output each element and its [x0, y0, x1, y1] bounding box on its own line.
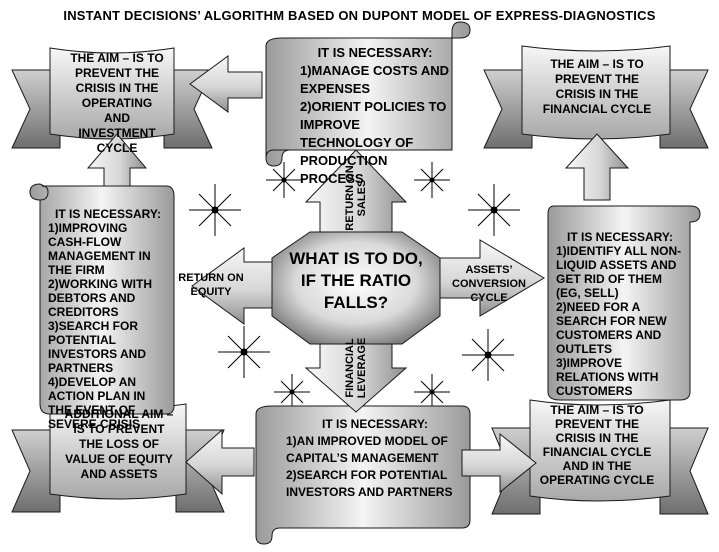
- diagram-title: INSTANT DECISIONS’ ALGORITHM BASED ON DU…: [63, 8, 656, 23]
- sparkle-decorations: [189, 162, 520, 410]
- scroll-top: [265, 21, 471, 167]
- sparkle-icon: [266, 162, 302, 198]
- sparkle-icon: [189, 184, 241, 236]
- necessary-top-item-2: 2)ORIENT POLICIES TO IMPROVE TECHNOLOGY …: [300, 99, 447, 186]
- arrow-up-return-on-sales: [304, 149, 408, 237]
- necessary-right-item-2: 2)NEED FOR A SEARCH FOR NEW CUSTOMERS AN…: [556, 300, 667, 356]
- necessary-right-item-3: 3)IMPROVE RELATIONS WITH CUSTOMERS: [556, 356, 659, 398]
- necessary-bottom: IT IS NECESSARY: 1)AN IMPROVED MODEL OF …: [286, 416, 464, 501]
- sparkle-icon: [274, 374, 310, 410]
- arrow-right-icon: [461, 432, 537, 494]
- necessary-right-heading: IT IS NECESSARY:: [566, 230, 673, 244]
- label-financial-leverage: FINANCIAL LEVERAGE: [344, 337, 368, 399]
- necessary-bottom-heading: IT IS NECESSARY:: [321, 417, 428, 431]
- necessary-left-item-2: 2)WORKING WITH DEBTORS AND CREDITORS: [48, 277, 152, 319]
- necessary-right-item-1: 1)IDENTIFY ALL NON-LIQUID ASSETS AND GET…: [556, 244, 682, 300]
- sparkle-icon: [414, 162, 450, 198]
- aim-banner-bottom-right: [491, 399, 709, 515]
- scroll-left: [29, 183, 175, 415]
- necessary-top-heading: IT IS NECESSARY:: [317, 45, 433, 60]
- aim-banner-top-right: [483, 45, 709, 149]
- center-question: WHAT IS TO DO, IF THE RATIO FALLS?: [289, 249, 423, 312]
- arrow-up-icon: [564, 133, 630, 201]
- necessary-bottom-item-2: 2)SEARCH FOR POTENTIAL INVESTORS AND PAR…: [286, 468, 453, 499]
- necessary-right: IT IS NECESSARY: 1)IDENTIFY ALL NON-LIQU…: [556, 230, 684, 398]
- necessary-bottom-item-1: 1)AN IMPROVED MODEL OF CAPITAL’S MANAGEM…: [286, 434, 448, 465]
- scroll-bottom: [255, 405, 471, 545]
- aim-top-left-text: THE AIM – IS TO PREVENT THE CRISIS IN TH…: [70, 51, 164, 155]
- sparkle-icon: [468, 184, 520, 236]
- necessary-left: IT IS NECESSARY: 1)IMPROVING CASH-FLOW M…: [48, 207, 168, 431]
- necessary-top: IT IS NECESSARY: 1)MANAGE COSTS AND EXPE…: [300, 44, 450, 188]
- necessary-left-item-1: 1)IMPROVING CASH-FLOW MANAGEMENT IN THE …: [48, 221, 151, 277]
- label-assets-conversion-cycle: ASSETS’ CONVERSION CYCLE: [452, 264, 526, 304]
- connector-arrows: [86, 55, 630, 496]
- arrow-left-icon: [189, 55, 263, 113]
- sparkle-icon: [218, 326, 270, 378]
- label-return-on-equity: RETURN ON EQUITY: [178, 272, 244, 298]
- aim-bottom-left-text: ADDITIONAL AIM – IS TO PREVENT THE LOSS …: [64, 407, 174, 481]
- center-octagon: [271, 231, 441, 345]
- necessary-top-item-1: 1)MANAGE COSTS AND EXPENSES: [300, 63, 450, 96]
- center-cross: [191, 149, 545, 413]
- aim-bottom-right-text: THE AIM – IS TO PREVENT THE CRISIS IN TH…: [539, 403, 655, 487]
- necessary-left-heading: IT IS NECESSARY:: [54, 207, 161, 221]
- arrow-up-icon: [86, 133, 148, 187]
- necessary-left-item-4: 4)DEVELOP AN ACTION PLAN IN THE EVENT OF…: [48, 375, 146, 431]
- necessary-left-item-3: 3)SEARCH FOR POTENTIAL INVESTORS AND PAR…: [48, 319, 147, 375]
- sparkle-icon: [462, 329, 514, 381]
- sparkle-icon: [414, 374, 450, 410]
- arrow-left-icon: [185, 428, 255, 496]
- label-return-on-sales: RETURN ON SALES: [344, 165, 368, 231]
- aim-top-right-text: THE AIM – IS TO PREVENT THE CRISIS IN TH…: [542, 57, 652, 116]
- scroll-right: [547, 205, 701, 401]
